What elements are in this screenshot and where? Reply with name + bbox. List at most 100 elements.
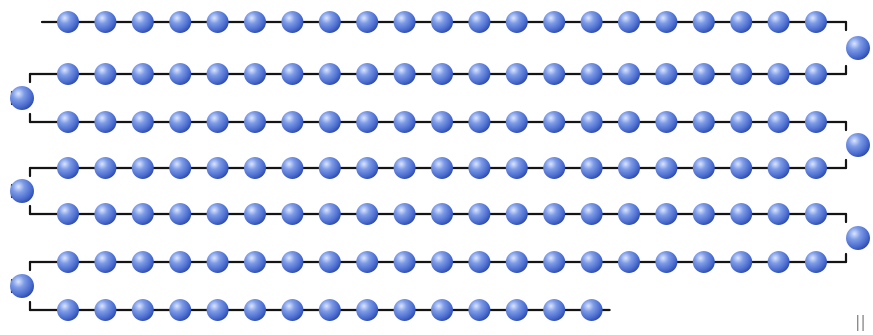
chain-bead xyxy=(281,157,303,179)
chain-bead xyxy=(319,63,341,85)
chain-bead xyxy=(394,111,416,133)
chain-bead xyxy=(431,299,453,321)
chain-bead xyxy=(169,63,191,85)
chain-bead xyxy=(57,11,79,33)
chain-bead xyxy=(57,157,79,179)
chain-bead xyxy=(543,251,565,273)
chain-bead xyxy=(356,251,378,273)
chain-bead xyxy=(506,203,528,225)
chain-bead xyxy=(94,111,116,133)
chain-bead xyxy=(431,203,453,225)
chain-bead xyxy=(506,157,528,179)
chain-bead xyxy=(57,203,79,225)
chain-bead xyxy=(468,203,490,225)
chain-bead xyxy=(730,157,752,179)
chain-bead xyxy=(805,63,827,85)
chain-bead xyxy=(132,299,154,321)
chain-bead xyxy=(394,63,416,85)
chain-bead xyxy=(468,111,490,133)
chain-bead xyxy=(94,11,116,33)
chain-bead xyxy=(693,63,715,85)
chain-bead xyxy=(244,11,266,33)
chain-bead xyxy=(356,111,378,133)
chain-bead xyxy=(394,203,416,225)
chain-bead xyxy=(244,299,266,321)
chain-bead xyxy=(281,11,303,33)
chain-bead xyxy=(169,111,191,133)
chain-bead xyxy=(431,11,453,33)
chain-bead xyxy=(94,63,116,85)
chain-bead xyxy=(618,203,640,225)
chain-bead xyxy=(319,11,341,33)
chain-bead xyxy=(730,111,752,133)
chain-bead xyxy=(543,11,565,33)
chain-bead xyxy=(543,157,565,179)
chain-bead xyxy=(543,63,565,85)
chain-bead xyxy=(506,251,528,273)
chain-beads xyxy=(10,11,870,321)
chain-bead xyxy=(805,251,827,273)
chain-bead xyxy=(431,251,453,273)
chain-bead xyxy=(805,157,827,179)
chain-bead xyxy=(655,157,677,179)
chain-bead xyxy=(169,251,191,273)
chain-bead xyxy=(132,251,154,273)
chain-bead xyxy=(94,299,116,321)
chain-bead xyxy=(132,203,154,225)
chain-bead xyxy=(244,157,266,179)
chain-bead xyxy=(132,111,154,133)
chain-bead xyxy=(846,133,870,157)
chain-bead xyxy=(581,157,603,179)
chain-bead xyxy=(693,11,715,33)
chain-bead xyxy=(94,203,116,225)
chain-bead xyxy=(281,203,303,225)
chain-bead xyxy=(768,157,790,179)
chain-bead xyxy=(319,299,341,321)
chain-bead xyxy=(132,63,154,85)
chain-bead xyxy=(431,111,453,133)
chain-bead xyxy=(57,299,79,321)
chain-bead xyxy=(132,157,154,179)
chain-bead xyxy=(207,157,229,179)
chain-bead xyxy=(207,111,229,133)
chain-bead xyxy=(581,111,603,133)
chain-bead xyxy=(581,63,603,85)
chain-bead xyxy=(244,63,266,85)
corner-mark-text: || xyxy=(855,314,866,330)
chain-bead xyxy=(768,251,790,273)
chain-bead xyxy=(394,299,416,321)
chain-bead xyxy=(581,11,603,33)
chain-bead xyxy=(319,157,341,179)
chain-bead xyxy=(281,251,303,273)
chain-bead xyxy=(319,203,341,225)
chain-bead xyxy=(846,36,870,60)
chain-bead xyxy=(581,251,603,273)
chain-bead xyxy=(356,203,378,225)
chain-bead xyxy=(394,11,416,33)
chain-bead xyxy=(169,11,191,33)
chain-bead xyxy=(655,63,677,85)
chain-bead xyxy=(768,11,790,33)
chain-bead xyxy=(805,11,827,33)
chain-bead xyxy=(207,203,229,225)
chain-bead xyxy=(281,111,303,133)
chain-bead xyxy=(207,299,229,321)
chain-bead xyxy=(169,157,191,179)
chain-bead xyxy=(356,63,378,85)
chain-bead xyxy=(506,111,528,133)
chain-bead xyxy=(506,11,528,33)
chain-bead xyxy=(207,63,229,85)
chain-bead xyxy=(431,157,453,179)
chain-bead xyxy=(356,299,378,321)
chain-bead xyxy=(244,251,266,273)
chain-bead xyxy=(655,203,677,225)
chain-bead xyxy=(169,299,191,321)
chain-bead xyxy=(132,11,154,33)
chain-bead xyxy=(846,226,870,250)
chain-bead xyxy=(394,157,416,179)
chain-bead xyxy=(319,111,341,133)
chain-bead xyxy=(618,63,640,85)
chain-bead xyxy=(394,251,416,273)
chain-bead xyxy=(207,11,229,33)
chain-bead xyxy=(543,111,565,133)
